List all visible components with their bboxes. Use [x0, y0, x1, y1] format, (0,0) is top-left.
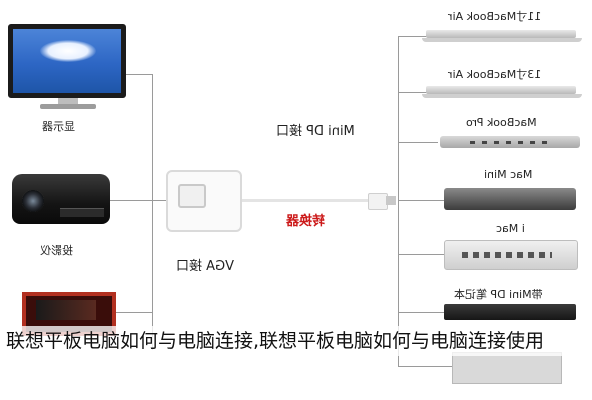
- left-branch-monitor: [122, 74, 153, 75]
- right-trunk-line: [398, 36, 399, 366]
- vga-port: [178, 184, 206, 208]
- macbook-air-13-base: [422, 94, 582, 98]
- page-caption: 联想平板电脑如何与电脑连接,联想平板电脑如何与电脑连接使用: [6, 326, 586, 356]
- macbook-air-11-image: [426, 30, 576, 38]
- macbook-pro-ports: [470, 141, 550, 144]
- projector-label: 投影仪: [40, 244, 73, 257]
- left-branch-tv: [116, 312, 153, 313]
- monitor-label: 显示器: [42, 120, 75, 133]
- device-label-6: 带Mini DP 笔记本: [454, 288, 543, 301]
- projector-panel: [60, 208, 104, 217]
- minidp-plug: [368, 193, 388, 210]
- right-branch-6: [398, 312, 444, 313]
- right-branch-1: [398, 36, 432, 37]
- left-branch-projector: [110, 200, 153, 201]
- right-branch-2: [398, 92, 432, 93]
- device-label-5: i Mac: [496, 222, 525, 235]
- minidp-plug-tip: [386, 196, 396, 205]
- monitor-stand-base: [40, 104, 96, 109]
- adapter-cable: [242, 199, 368, 202]
- macbook-air-13-image: [426, 86, 576, 94]
- left-to-adapter-line: [152, 200, 166, 201]
- tv-screen-glare: [36, 300, 96, 320]
- minidp-notebook-image: [444, 304, 576, 320]
- device-label-1: 11寸MacBook Air: [448, 10, 542, 23]
- monitor-stand-neck: [58, 98, 78, 104]
- right-branch-5: [398, 254, 444, 255]
- right-branch-4: [398, 200, 444, 201]
- mac-mini-image: [444, 188, 576, 210]
- device-label-2: 13寸MacBook Air: [448, 68, 542, 81]
- device-label-4: Mac Mini: [484, 168, 533, 181]
- vga-port-label: VGA 接口: [176, 259, 234, 274]
- imac-ports: [462, 252, 552, 258]
- graphics-card-image: [452, 352, 562, 384]
- monitor-wallpaper-cloud: [40, 40, 96, 62]
- converter-label: 转换器: [286, 214, 326, 229]
- device-label-3: MacBook Pro: [466, 116, 537, 129]
- right-branch-3: [398, 142, 438, 143]
- left-trunk-line: [152, 74, 153, 350]
- right-branch-7: [398, 366, 452, 367]
- macbook-air-11-base: [422, 38, 582, 42]
- projector-lens: [22, 190, 44, 212]
- minidp-port-label: Mini DP 接口: [276, 124, 355, 139]
